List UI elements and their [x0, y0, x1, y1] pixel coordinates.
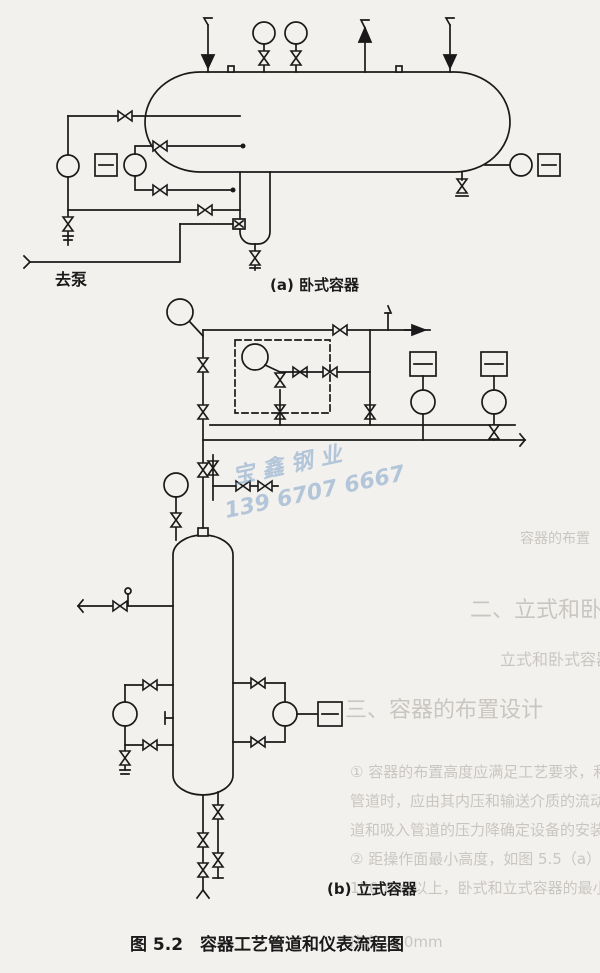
vessel-boot [239, 171, 271, 245]
horizontal-vessel [144, 71, 511, 173]
drain-valve-icon [62, 216, 74, 232]
background-text: 二、立式和卧式容器支承方式的设计 立式和卧式容器支承方式的设计见图 5.3。 三… [345, 530, 600, 951]
bg-line-3: ① 容器的布置高度应满足工艺要求，利用位差 [350, 763, 600, 781]
label-to-pump: 去泵 [55, 270, 87, 289]
bg-line-4: 管道时，应由其内压和输送介质的流动阻力所需要的高度 [350, 792, 600, 810]
pressure-gauge-icon [284, 21, 308, 73]
figure-title: 图 5.2 容器工艺管道和仪表流程图 [130, 934, 404, 955]
bg-line-8: 应在 200mm [350, 933, 443, 951]
bg-line-5: 道和吸入管道的压力降确定设备的安装高度。 [350, 821, 600, 839]
level-transmitter-icon [56, 154, 80, 178]
vertical-vessel [172, 534, 234, 796]
watermark: 宝 鑫 钢 业 139 6707 6667 [222, 440, 408, 524]
bg-line-7: 150mm 以上，卧式和立式容器的最小高度，设备底部 [350, 879, 600, 897]
bg-line-1: 立式和卧式容器支承方式的设计见图 5.3。 [500, 650, 600, 669]
horizontal-vessel-section [22, 17, 561, 271]
caption-vertical-vessel: (b) 立式容器 [327, 880, 418, 898]
level-gauge-icon [123, 153, 147, 177]
pressure-gauge-icon [252, 21, 276, 73]
bg-line-2: 三、容器的布置设计 [345, 698, 543, 723]
bg-line-6: ② 距操作面最小高度，如图 5.5（a）所示，最小 [350, 850, 600, 868]
caption-horizontal-vessel: (a) 卧式容器 [270, 276, 360, 294]
bg-line-0: 二、立式和卧式容器支承方式的设计 [470, 598, 600, 623]
gate-valve-icon [117, 110, 133, 122]
vertical-vessel-section [76, 298, 527, 900]
bg-line-9: 容器的布置 [520, 530, 590, 547]
